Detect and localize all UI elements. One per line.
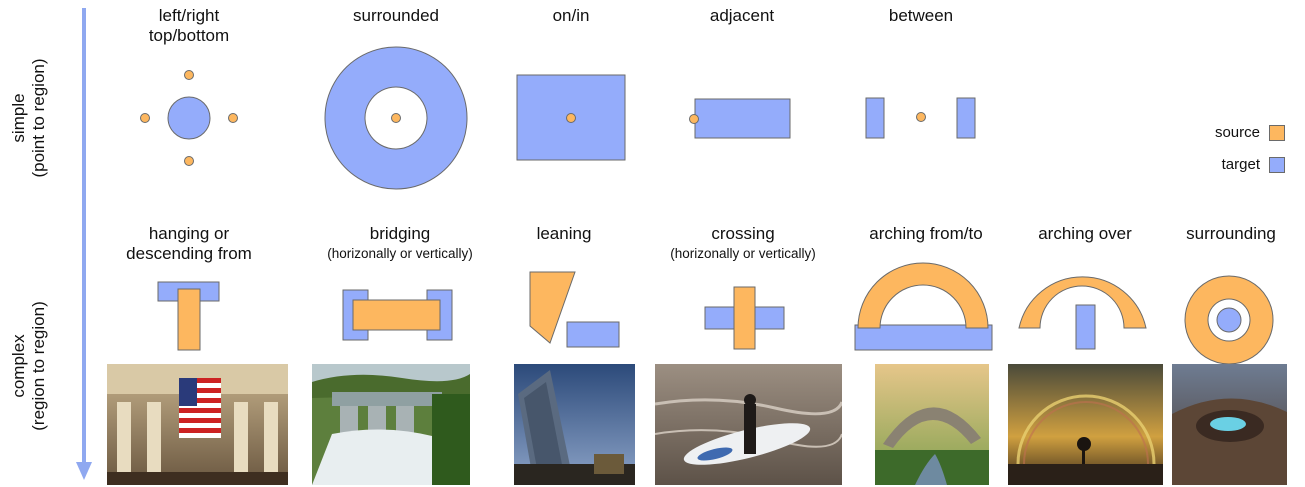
label-crossing-sub: (horizonally or vertically) — [670, 246, 816, 261]
icon-crossing — [704, 286, 785, 350]
label-hanging-line2: descending from — [126, 244, 252, 263]
label-left-right-line2: top/bottom — [148, 26, 230, 45]
photo-stone-arch-bridge — [875, 364, 989, 485]
label-crossing-line1: crossing — [711, 224, 775, 243]
label-arching-over: arching over — [1038, 224, 1132, 243]
icon-leaning — [529, 271, 620, 348]
legend-target-swatch — [1269, 157, 1285, 173]
photo-flag-in-hall — [107, 364, 288, 485]
icon-bridging — [342, 289, 453, 341]
label-adjacent: adjacent — [709, 6, 775, 25]
icon-hanging — [157, 281, 220, 351]
photo-rainbow — [1008, 364, 1163, 485]
legend-source-swatch — [1269, 125, 1285, 141]
icon-arching-over — [1018, 276, 1147, 350]
icon-surrounded — [324, 46, 468, 190]
label-left-right: left/right top/bottom — [129, 6, 249, 46]
axis-complex-sub: (region to region) — [29, 301, 48, 431]
photo-surfer-with-board — [655, 364, 842, 485]
legend-source-label: source — [1214, 124, 1260, 141]
icon-surrounding — [1184, 275, 1274, 365]
label-hanging-line1: hanging or — [148, 224, 230, 243]
icon-left-right-top-bottom — [140, 70, 238, 166]
label-hanging: hanging or descending from — [104, 224, 274, 264]
axis-label-complex: complex (region to region) — [9, 283, 49, 449]
photo-dam-spillway — [312, 364, 470, 485]
axis-simple-title: simple — [9, 93, 28, 143]
photo-crater-lake — [1172, 364, 1287, 485]
icon-between — [865, 97, 976, 139]
label-surrounding: surrounding — [1186, 224, 1276, 243]
icon-adjacent — [689, 98, 791, 139]
label-left-right-line1: left/right — [158, 6, 220, 25]
label-surrounded: surrounded — [352, 6, 439, 25]
label-between: between — [888, 6, 954, 25]
label-bridging: bridging (horizonally or vertically) — [298, 224, 502, 264]
axis-simple-sub: (point to region) — [29, 58, 48, 178]
icon-arching-from-to — [854, 262, 993, 351]
icon-on-in — [516, 74, 626, 161]
axis-complex-title: complex — [9, 334, 28, 398]
label-crossing: crossing (horizonally or vertically) — [641, 224, 845, 264]
label-bridging-sub: (horizonally or vertically) — [327, 246, 473, 261]
legend-target-label: target — [1221, 156, 1260, 173]
label-leaning: leaning — [536, 224, 592, 243]
axis-arrow-head — [76, 462, 92, 480]
label-bridging-line1: bridging — [369, 224, 431, 243]
label-on-in: on/in — [552, 6, 590, 25]
axis-label-simple: simple (point to region) — [9, 38, 49, 198]
photo-leaning-tower — [514, 364, 635, 485]
label-arching-from-to: arching from/to — [869, 224, 983, 243]
